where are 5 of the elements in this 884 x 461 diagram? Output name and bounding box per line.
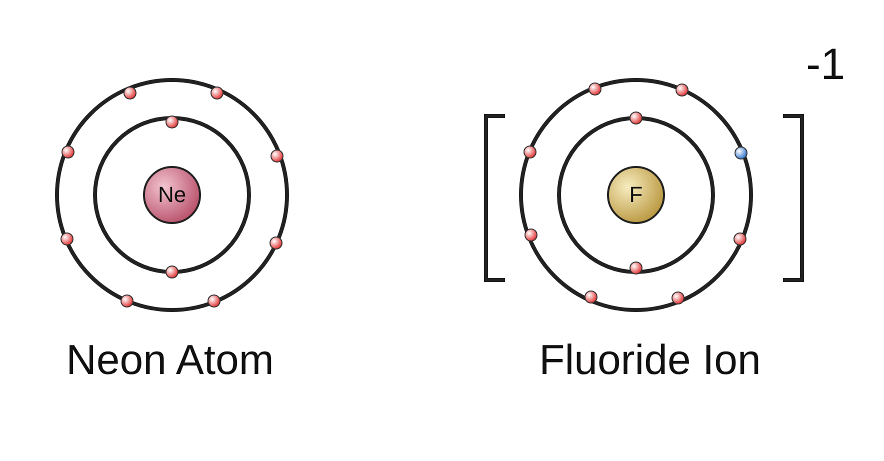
charge-label: -1 xyxy=(806,40,846,90)
nucleus-circle: F xyxy=(607,166,665,224)
caption: Neon Atom xyxy=(66,336,274,384)
caption: Fluoride Ion xyxy=(539,336,761,384)
nucleus-circle: Ne xyxy=(143,166,201,224)
